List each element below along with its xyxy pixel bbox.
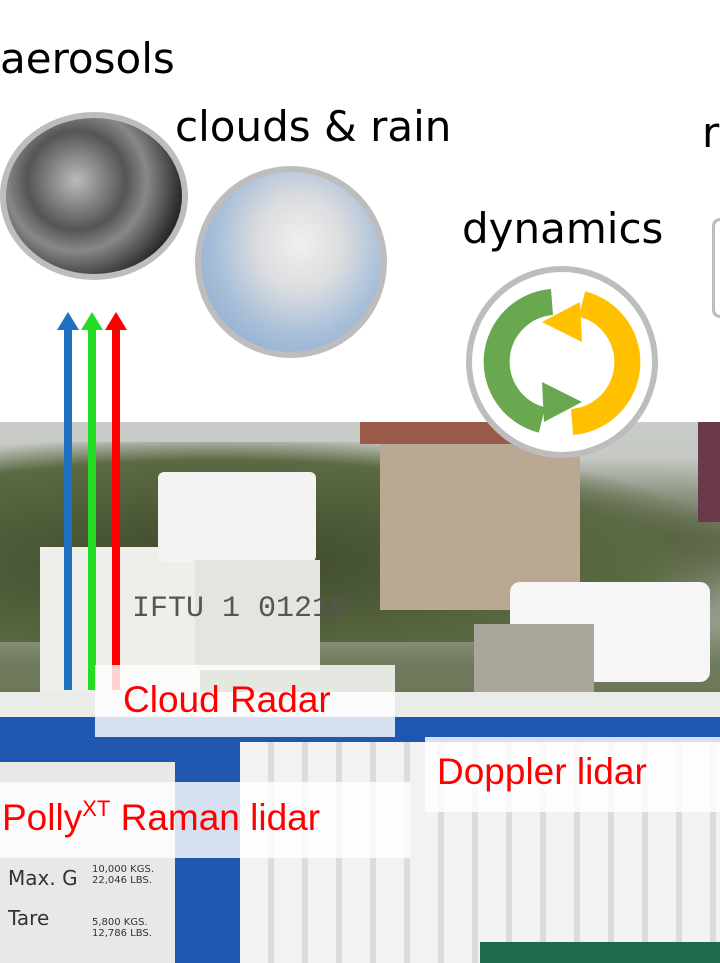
label-doppler-lidar: Doppler lidar <box>425 737 720 812</box>
clouds-image <box>195 166 387 358</box>
aerosols-image <box>0 112 188 280</box>
label-clouds-rain: clouds & rain <box>175 102 452 151</box>
tare-label: Tare <box>8 906 50 930</box>
polly-name: Polly <box>2 797 83 838</box>
label-aerosols: aerosols <box>0 34 175 83</box>
polly-rest: Raman lidar <box>110 797 321 838</box>
laser-arrows <box>57 312 127 690</box>
partial-circle <box>712 218 720 318</box>
weight-1: 10,000 KGS. 22,046 LBS. <box>92 864 155 886</box>
label-polly-raman-lidar: PollyXT Raman lidar <box>0 782 410 858</box>
label-partial: r <box>702 108 720 157</box>
steel-box <box>474 624 594 699</box>
grass <box>480 942 720 963</box>
building <box>380 430 580 610</box>
weight-2: 5,800 KGS. 12,786 LBS. <box>92 917 152 939</box>
blue-arrow <box>57 312 79 690</box>
label-dynamics: dynamics <box>462 204 664 253</box>
side-photo <box>698 422 720 522</box>
green-arrow <box>81 312 103 690</box>
radar-dome <box>158 472 316 562</box>
polly-superscript: XT <box>82 796 111 821</box>
max-label: Max. G <box>8 866 78 890</box>
dynamics-cycle-icon <box>466 266 658 458</box>
label-cloud-radar: Cloud Radar <box>95 665 395 737</box>
container-id: IFTU 1 01219 <box>132 592 349 626</box>
red-arrow <box>105 312 127 690</box>
radar-unit <box>195 560 320 670</box>
